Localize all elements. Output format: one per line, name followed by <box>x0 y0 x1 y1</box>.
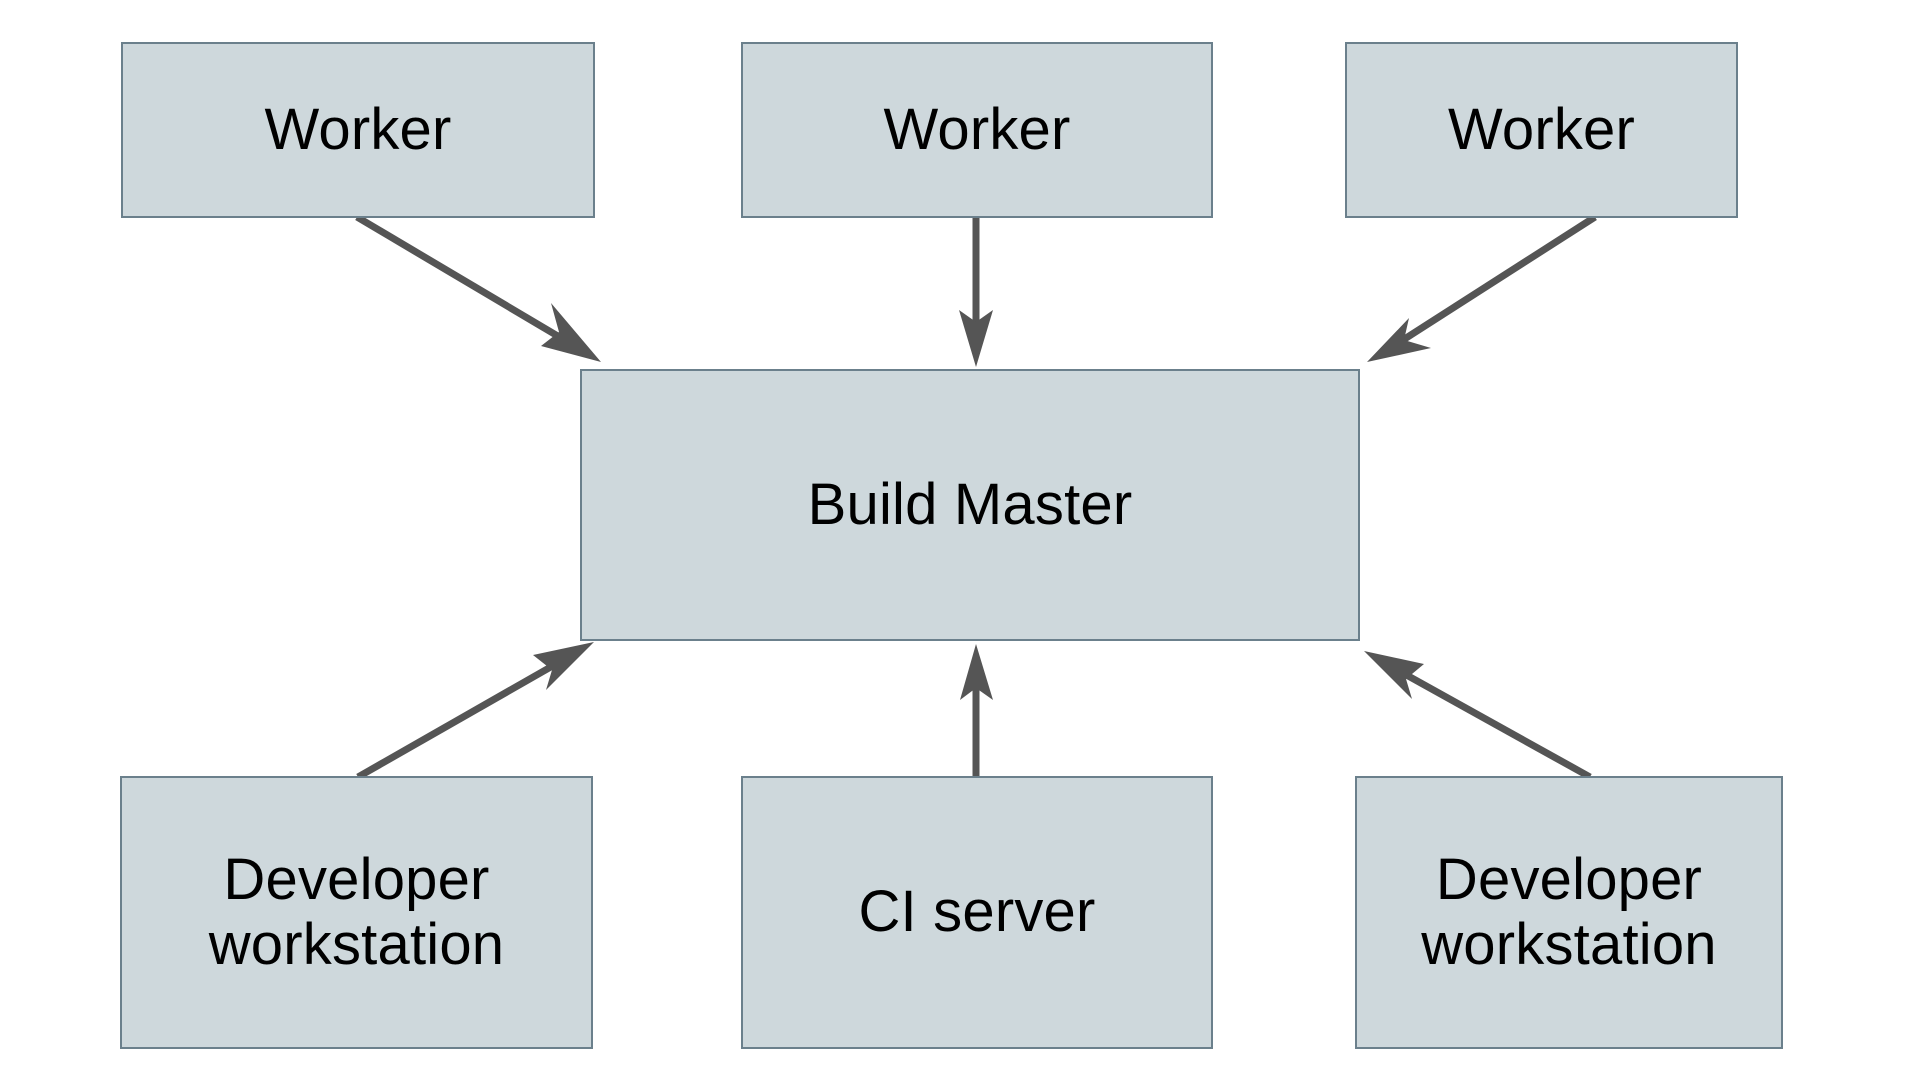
edge-ci-server-to-build-master <box>960 644 993 777</box>
node-developer-workstation-right[interactable]: Developer workstation <box>1355 776 1783 1049</box>
node-developer-workstation-left-label: Developer workstation <box>208 846 505 977</box>
node-worker-1[interactable]: Worker <box>121 42 595 218</box>
edge-worker-2-to-build-master <box>959 218 993 367</box>
node-worker-3[interactable]: Worker <box>1345 42 1738 218</box>
node-ci-server-label: CI server <box>858 879 1096 945</box>
node-worker-3-label: Worker <box>1447 96 1636 162</box>
edge-dev-ws-left-to-build-master <box>356 642 594 781</box>
edge-worker-3-to-build-master <box>1367 214 1597 362</box>
node-worker-1-label: Worker <box>264 96 452 162</box>
node-developer-workstation-left[interactable]: Developer workstation <box>120 776 593 1049</box>
edge-dev-ws-right-to-build-master <box>1364 651 1592 781</box>
node-worker-2[interactable]: Worker <box>741 42 1213 218</box>
node-build-master-label: Build Master <box>807 471 1133 537</box>
node-build-master[interactable]: Build Master <box>580 369 1360 641</box>
edge-worker-1-to-build-master <box>355 213 601 362</box>
node-developer-workstation-right-label: Developer workstation <box>1421 846 1717 977</box>
node-ci-server[interactable]: CI server <box>741 776 1213 1049</box>
node-worker-2-label: Worker <box>883 96 1071 162</box>
